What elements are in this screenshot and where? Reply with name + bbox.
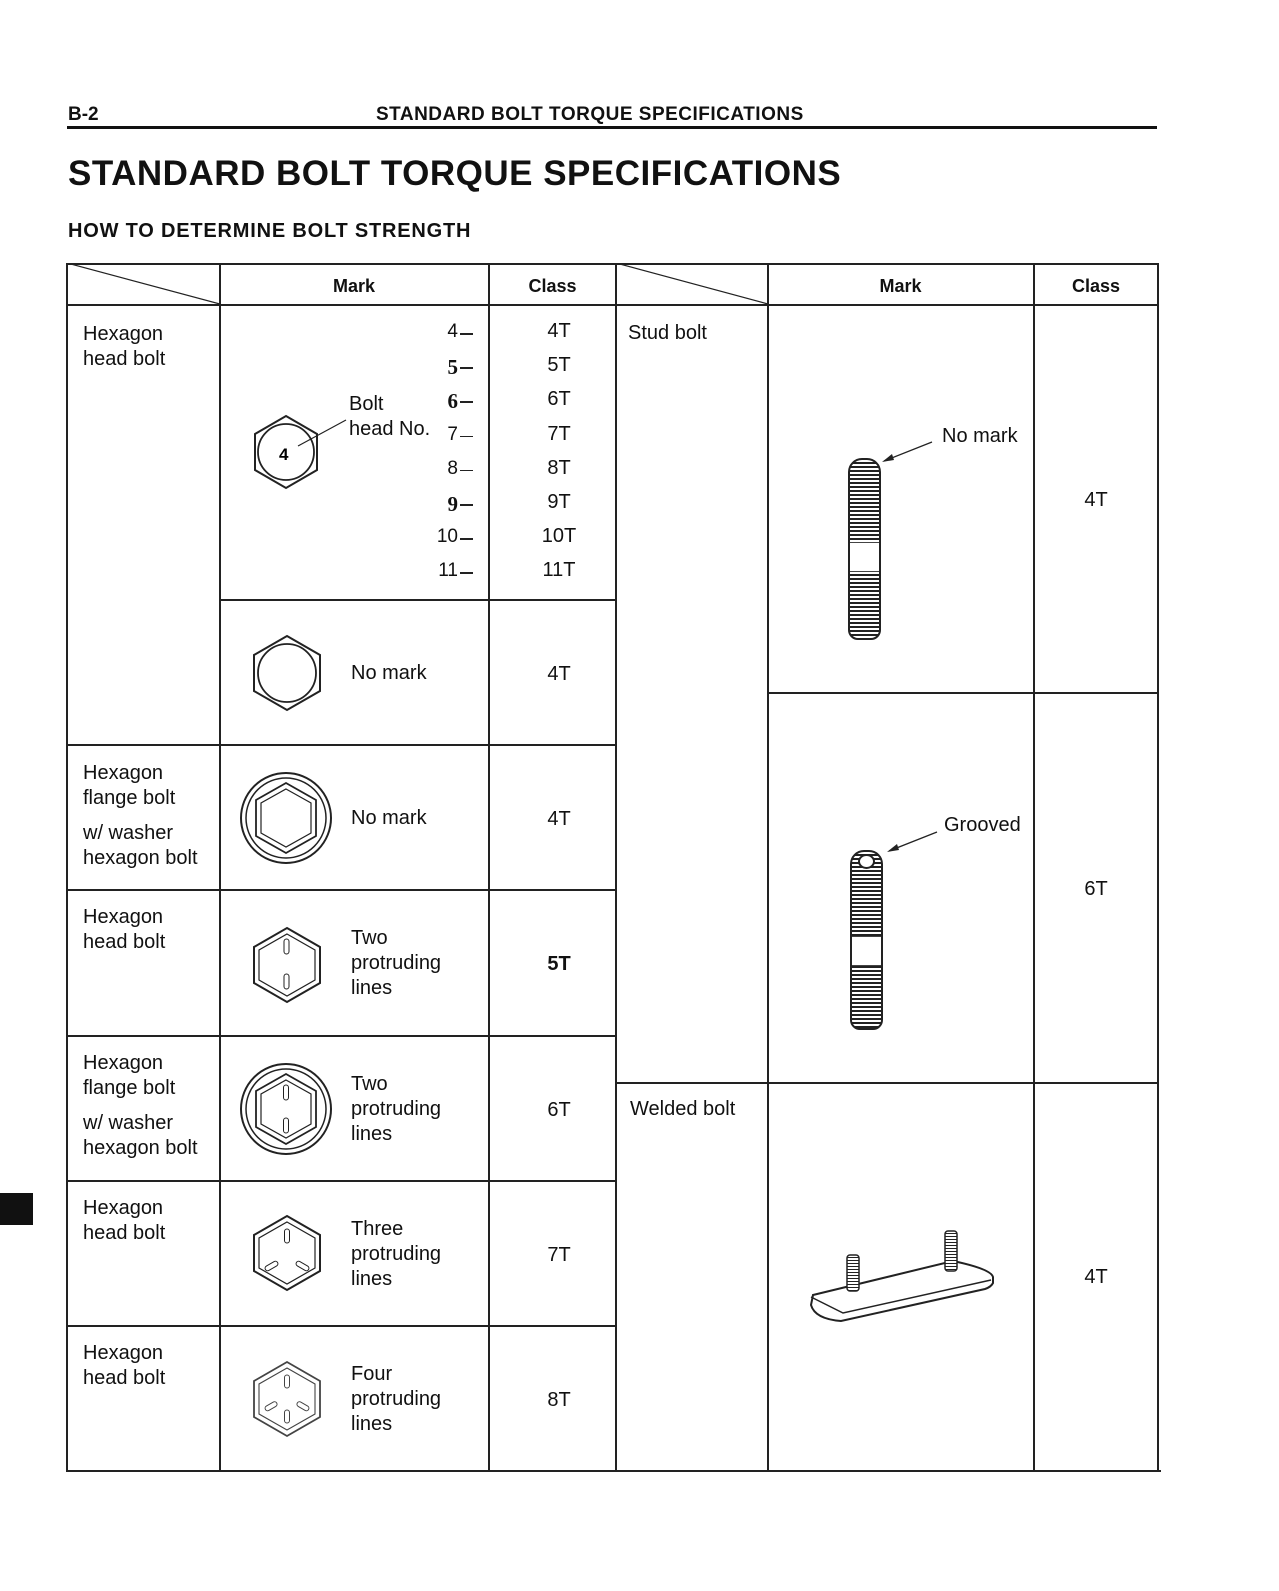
class-value: 5T — [547, 354, 571, 377]
class-value: 11T — [542, 559, 576, 582]
head-number: 8 — [447, 457, 458, 479]
grooved-stud-bolt-illustration — [850, 850, 883, 1030]
section-heading: HOW TO DETERMINE BOLT STRENGTH — [68, 220, 472, 242]
class-value: 4T — [547, 663, 571, 685]
bolt-type: Stud bolt — [628, 322, 707, 344]
class-value: 4T — [547, 320, 571, 342]
class-value: 9T — [547, 491, 571, 513]
page-title: STANDARD BOLT TORQUE SPECIFICATIONS — [68, 154, 842, 193]
class-value: 8T — [547, 456, 571, 479]
mark-text: No mark — [351, 662, 427, 684]
svg-text:4: 4 — [279, 445, 289, 464]
stud-bolt-illustration — [848, 458, 881, 640]
class-value: 5T — [547, 953, 571, 975]
bolt-type: Welded bolt — [630, 1098, 736, 1120]
binding-tab-mark — [0, 1193, 33, 1225]
head-number: 10 — [436, 526, 458, 548]
dash — [460, 504, 473, 506]
running-title: STANDARD BOLT TORQUE SPECIFICATIONS — [376, 104, 804, 125]
class-value: 10T — [541, 525, 577, 548]
head-number: 7 — [447, 423, 458, 445]
bolt-head-number-icon: 4 — [254, 414, 347, 490]
plain-hex-head-icon — [253, 634, 321, 712]
dash — [460, 469, 473, 472]
class-value: 4T — [547, 808, 571, 830]
dash — [460, 435, 473, 438]
class-value: 6T — [547, 388, 571, 411]
mark-text: No mark — [942, 425, 1018, 447]
head-number: 9 — [447, 492, 459, 516]
dash — [460, 333, 473, 335]
header-class: Class — [528, 276, 577, 296]
class-value: 7T — [547, 1244, 571, 1266]
head-number: 4 — [447, 321, 458, 342]
dash — [460, 538, 473, 540]
class-value: 8T — [547, 1389, 571, 1411]
class-value: 7T — [547, 422, 571, 445]
class-value: 6T — [547, 1099, 571, 1121]
header-class: Class — [1071, 276, 1121, 296]
welded-bolt-illustration — [809, 1230, 994, 1323]
mark-text: Grooved — [944, 814, 1021, 836]
class-value: 6T — [1084, 878, 1108, 900]
header-mark: Mark — [879, 276, 922, 296]
flange-two-lines-head-icon — [240, 1063, 332, 1155]
dash — [460, 401, 473, 403]
mark-text: No mark — [351, 807, 427, 829]
head-number: 5 — [447, 355, 459, 380]
header-mark: Mark — [332, 276, 376, 296]
header-rule — [67, 126, 1157, 129]
page-number: B-2 — [68, 104, 99, 125]
class-value: 4T — [1084, 1266, 1108, 1288]
dash — [460, 572, 473, 574]
head-number: 11 — [438, 560, 458, 582]
header-diagonal — [616, 263, 768, 305]
head-number: 6 — [447, 389, 459, 414]
four-lines-hex-head-icon — [253, 1360, 321, 1438]
two-lines-hex-head-icon — [253, 926, 321, 1004]
header-diagonal — [67, 263, 220, 305]
pointer-arrow — [887, 831, 938, 852]
flange-hex-head-icon — [240, 772, 332, 864]
three-lines-hex-head-icon — [253, 1214, 321, 1292]
class-value: 4T — [1084, 489, 1108, 511]
pointer-arrow — [882, 441, 933, 462]
dash — [460, 367, 473, 369]
